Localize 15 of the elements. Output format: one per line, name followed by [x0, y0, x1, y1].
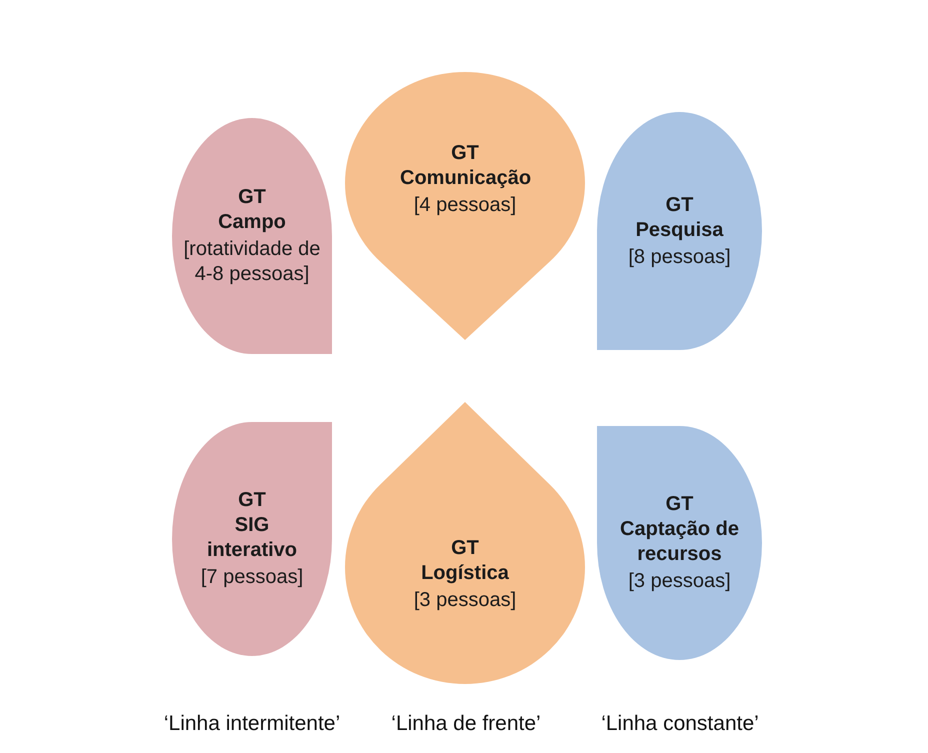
member-count: [4 pessoas] [414, 192, 516, 218]
group-title: GT Captação de recursos [619, 492, 740, 567]
group-title: GT SIG interativo [206, 488, 298, 563]
member-count: [8 pessoas] [628, 244, 731, 270]
group-title: GT Logística [421, 536, 509, 586]
member-count: [3 pessoas] [628, 569, 731, 594]
column-caption: ‘Linha intermitente’ [164, 712, 340, 736]
group-title: GT Pesquisa [636, 192, 724, 242]
member-count: [rotatividade de 4-8 pessoas] [182, 237, 322, 287]
group-title: GT Comunicação [400, 140, 530, 191]
column-caption: ‘Linha constante’ [601, 712, 759, 736]
group-title: GT Campo [218, 185, 286, 235]
column-caption: ‘Linha de frente’ [391, 712, 541, 736]
member-count: [7 pessoas] [200, 565, 304, 590]
member-count: [3 pessoas] [414, 588, 516, 612]
